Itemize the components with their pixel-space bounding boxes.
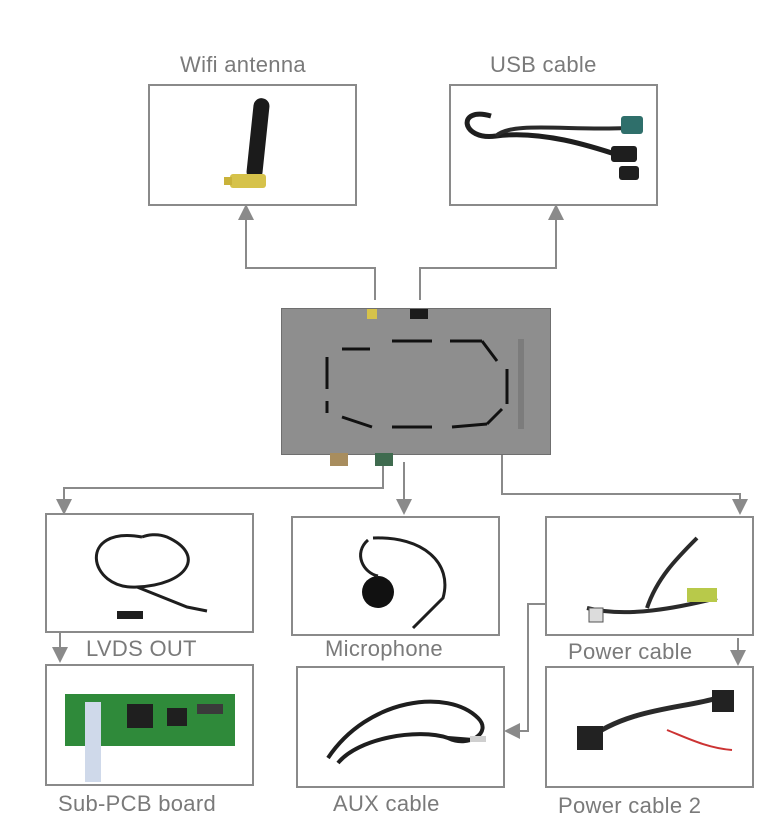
module-graphic: [325, 309, 524, 429]
interface-module: [281, 308, 551, 455]
lvds-cable-icon: [94, 533, 208, 619]
microphone-box: [291, 516, 500, 636]
power-cable-box: [545, 516, 754, 636]
connector-lvds-line: [56, 462, 384, 515]
wifi-antenna-label: Wifi antenna: [180, 52, 306, 77]
microphone-label: Microphone: [325, 636, 443, 661]
aux-cable-icon: [326, 699, 486, 765]
aux-cable-label: AUX cable: [333, 791, 440, 816]
sub-pcb-board-label: Sub-PCB board: [58, 791, 216, 816]
connector-usb-line: [419, 204, 564, 300]
connector-wifi-line: [238, 204, 376, 300]
pcb-board-icon: [65, 694, 235, 782]
lvds-out-label: LVDS OUT: [86, 636, 197, 661]
lvds-port: [330, 453, 348, 466]
aux-cable-box: [296, 666, 505, 788]
wifi-antenna-box: [148, 84, 357, 206]
usb-cable-icon: [464, 111, 643, 180]
connector-aux-line: [504, 603, 545, 739]
lvds-out-box: [45, 513, 254, 633]
connector-power-line: [501, 452, 748, 515]
av-port: [375, 453, 393, 466]
antenna-icon: [224, 98, 270, 188]
sub-pcb-board-box: [45, 664, 254, 786]
microphone-icon: [359, 536, 447, 630]
power-cable-icon: [586, 536, 718, 623]
usb-cable-box: [449, 84, 658, 206]
power-cable-2-label: Power cable 2: [558, 793, 702, 818]
power-cable-label: Power cable: [568, 639, 693, 664]
usb-cable-label: USB cable: [490, 52, 597, 77]
power-cable-2-icon: [577, 690, 734, 751]
power-cable-2-box: [545, 666, 754, 788]
